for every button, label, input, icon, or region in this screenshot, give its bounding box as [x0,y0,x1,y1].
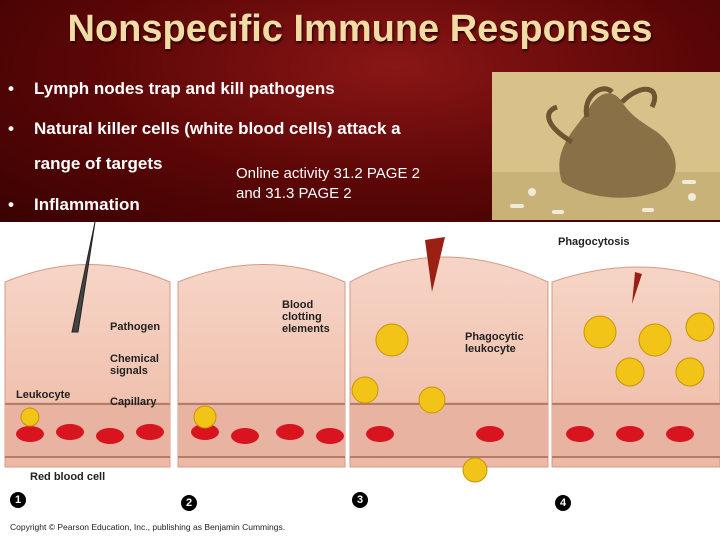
label-leukocyte: Leukocyte [16,389,71,401]
bullet-item: • Natural killer cells (white blood cell… [8,119,401,139]
step-number: 1 [10,492,26,508]
panel-1 [4,222,171,468]
online-activity-note: Online activity 31.2 PAGE 2 and 31.3 PAG… [236,164,476,204]
label-chemical-signals: Chemical signals [110,353,159,377]
inflammation-illustration [4,222,720,483]
step-number: 4 [555,495,571,511]
macrophage-photo [492,72,720,220]
bullet-item: • Inflammation [8,195,140,215]
bullet-continuation: range of targets [34,154,162,174]
copyright-text: Copyright © Pearson Education, Inc., pub… [10,522,286,532]
label-capillary: Capillary [110,396,157,408]
bullet-item: • Lymph nodes trap and kill pathogens [8,79,335,99]
label-blood-clotting-elements: Blood clotting elements [282,299,330,335]
slide-header-area: Nonspecific Immune Responses • Lymph nod… [0,0,720,222]
label-phagocytic-leukocyte: Phagocytic leukocyte [465,331,524,355]
bullet-text: range of targets [34,154,163,173]
panel-4 [551,266,720,468]
inflammation-figure: Pathogen Chemical signals Leukocyte Capi… [0,222,720,540]
panel-2 [177,264,346,468]
step-number: 2 [181,495,197,511]
label-phagocytosis: Phagocytosis [558,236,630,248]
note-line: and 31.3 PAGE 2 [236,185,352,202]
step-number: 3 [352,492,368,508]
note-line: Online activity 31.2 PAGE 2 [236,165,420,182]
label-red-blood-cell: Red blood cell [30,471,106,483]
bullet-marker: • [8,79,14,98]
bullet-text: Natural killer cells (white blood cells)… [34,119,401,138]
slide-title: Nonspecific Immune Responses [67,8,653,50]
bullet-marker: • [8,195,14,214]
panel-3 [349,237,549,483]
bullet-text: Lymph nodes trap and kill pathogens [34,79,335,98]
bullet-marker: • [8,119,14,138]
label-pathogen: Pathogen [110,321,161,333]
bullet-text: Inflammation [34,195,140,214]
